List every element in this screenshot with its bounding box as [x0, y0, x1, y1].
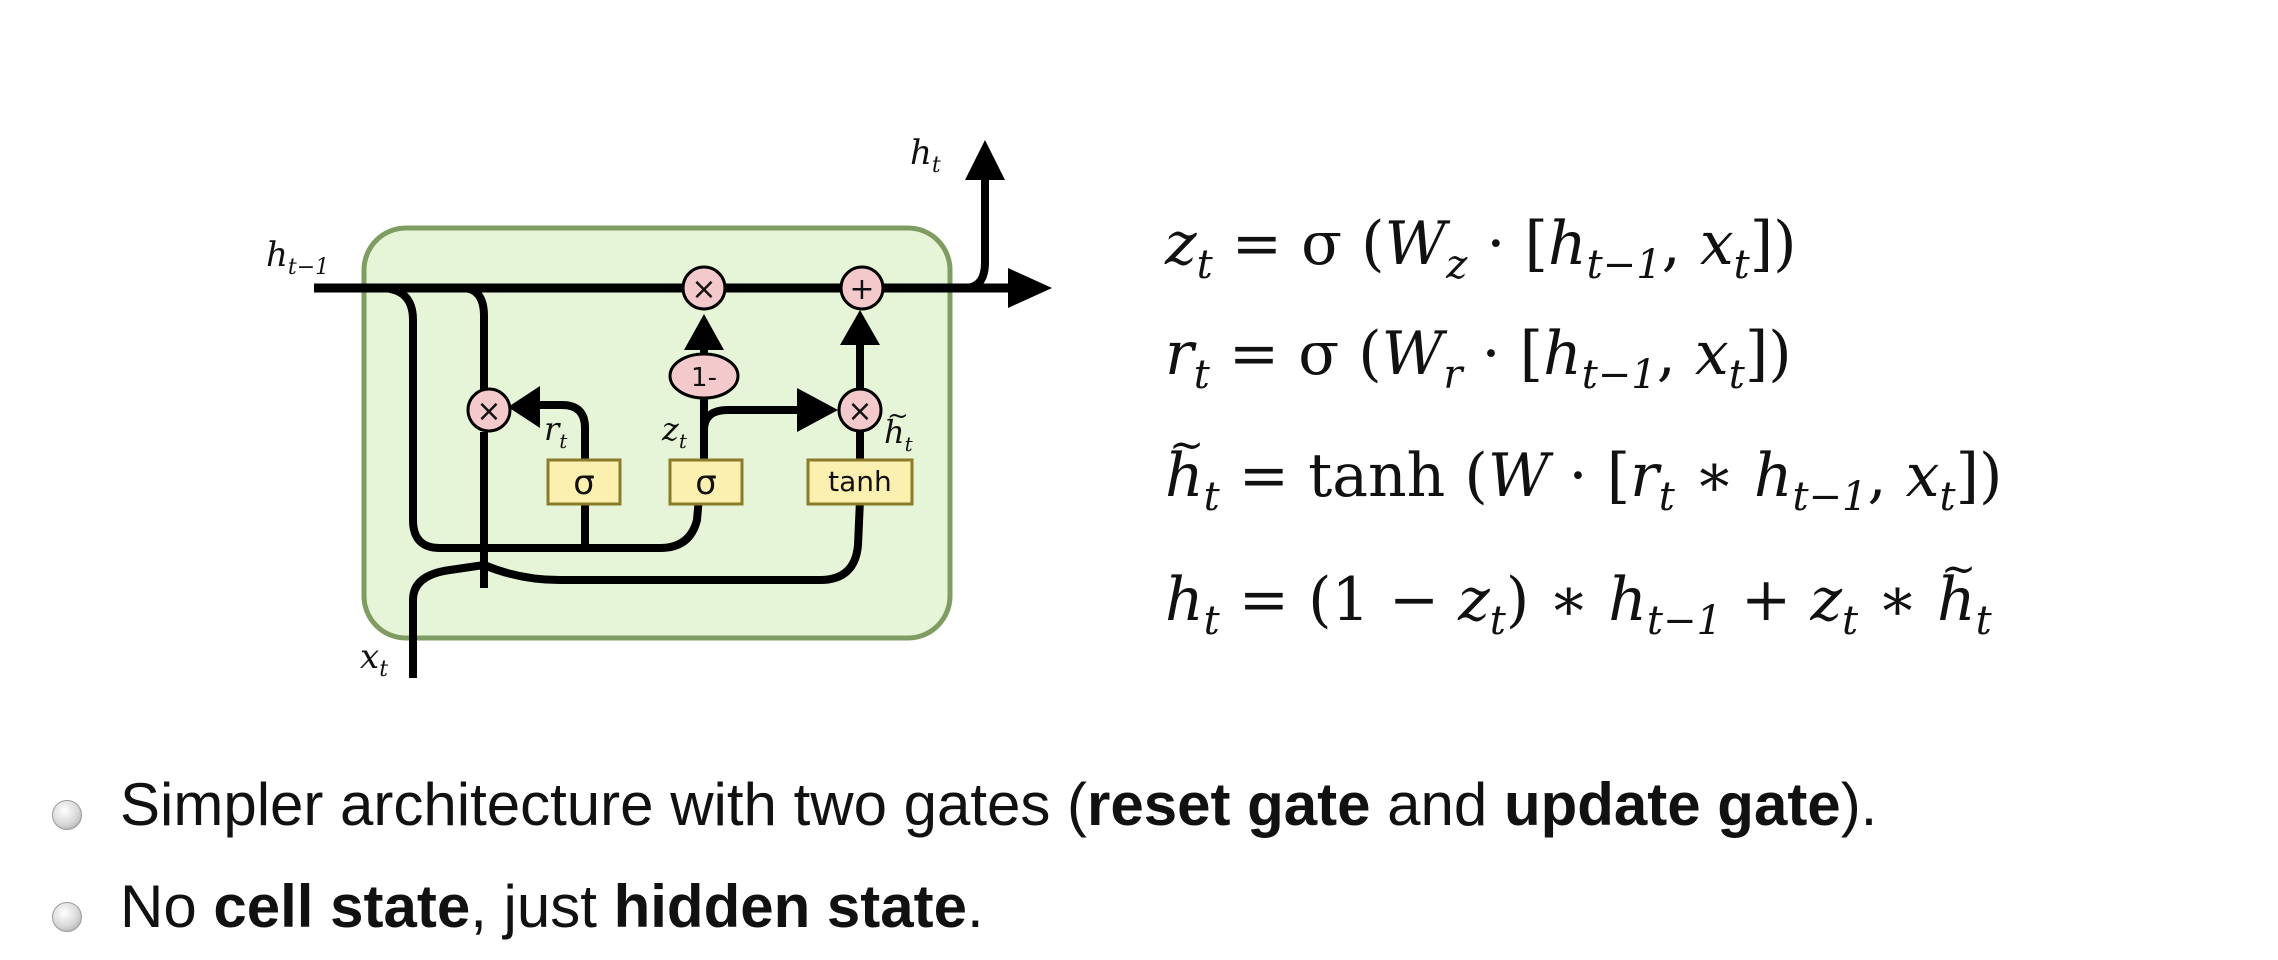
reset-gate-path — [534, 401, 589, 462]
multiply-update-symbol: × — [691, 272, 716, 307]
candidate-to-add-arrow — [840, 310, 880, 345]
reset-gate-arrow — [508, 386, 540, 428]
tanh-gate: tanh — [806, 458, 914, 506]
equation-update-gate: zt = σ (Wz · [ht−1, xt]) — [1165, 209, 1797, 288]
sigma-reset-label: σ — [573, 463, 595, 503]
add-symbol: + — [849, 272, 874, 307]
one-minus-node: 1- — [668, 352, 740, 400]
bullet-text-state: No cell state, just hidden state. — [120, 873, 984, 940]
hidden-state-out-arrow — [1008, 268, 1052, 308]
z-label: zt — [661, 410, 688, 453]
bullet-text-architecture: Simpler architecture with two gates (res… — [120, 771, 1878, 838]
ht-output-path — [964, 176, 989, 292]
htilde-label: ~ ht — [884, 401, 914, 456]
gru-cell-diagram: × + × × 1- σ σ tanh ht−1 ht xt rt zt ~ h… — [266, 133, 1052, 682]
one-minus-label: 1- — [691, 363, 717, 393]
update-to-candidate-path — [700, 406, 800, 431]
multiply-update-node: × — [681, 265, 727, 311]
tanh-label: tanh — [828, 465, 892, 498]
gru-cell-box — [361, 225, 953, 641]
h-prev-branch-down — [379, 284, 704, 552]
h-prev-branch-reset — [461, 284, 488, 390]
bullet-icon — [52, 902, 82, 932]
xt-input-path — [409, 499, 864, 678]
bullet-icon — [52, 800, 82, 830]
equation-hidden-state: ht = (1 − zt) ∗ ht−1 + zt ∗ ht — [1165, 548, 1992, 641]
sigma-update-gate: σ — [668, 458, 744, 506]
equation-reset-gate: rt = σ (Wr · [ht−1, xt]) — [1165, 319, 1792, 398]
update-to-candidate-arrow — [797, 388, 838, 432]
svg-text:ht: ht — [884, 413, 914, 456]
sigma-update-label: σ — [695, 463, 717, 503]
add-node: + — [839, 265, 885, 311]
sigma-reset-gate: σ — [546, 458, 622, 506]
multiply-candidate-symbol: × — [847, 394, 872, 429]
equation-candidate: ht = tanh (W · [rt ∗ ht−1, xt]) — [1165, 424, 2002, 517]
x-in-label: xt — [360, 637, 388, 682]
one-minus-arrow — [684, 314, 724, 350]
svg-text:~: ~ — [887, 401, 909, 431]
h-prev-label: ht−1 — [266, 235, 329, 280]
multiply-reset-node: × — [466, 387, 512, 433]
r-label: rt — [544, 410, 568, 453]
multiply-reset-symbol: × — [476, 394, 501, 429]
ht-output-arrow — [965, 140, 1005, 180]
h-out-label: ht — [910, 133, 941, 178]
multiply-candidate-node: × — [837, 387, 883, 433]
